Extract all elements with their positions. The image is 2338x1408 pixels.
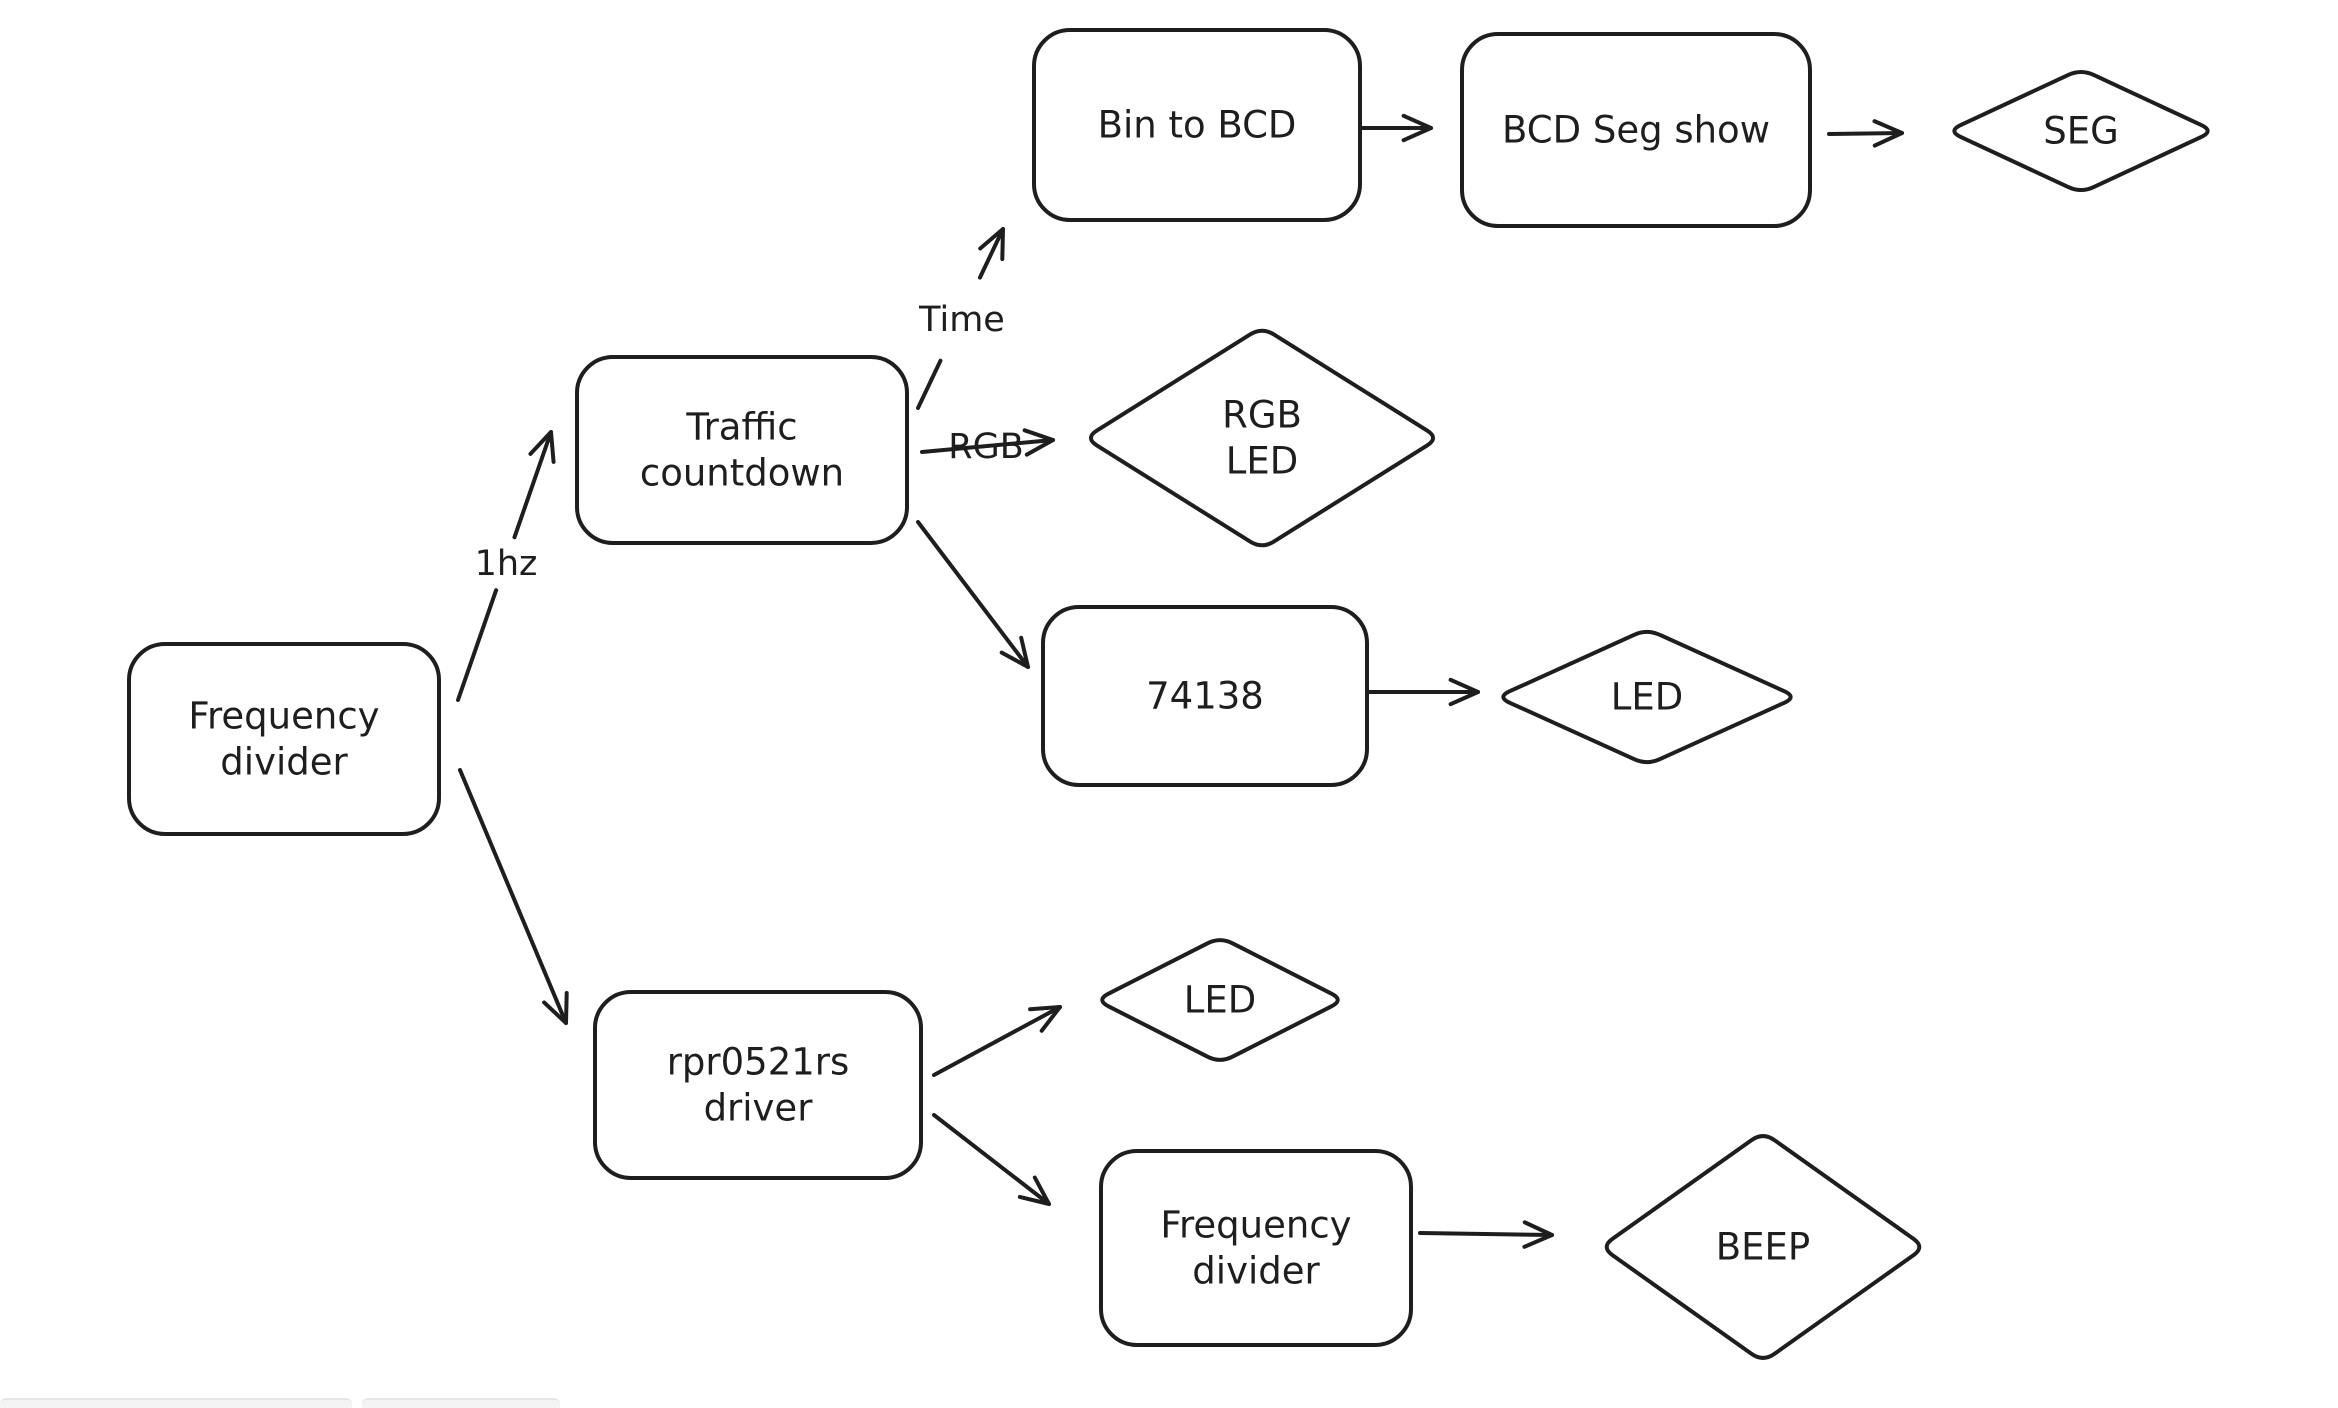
node-decoder-74138: 74138 [1041,605,1369,787]
node-bcd-seg-show: BCD Seg show [1460,32,1812,228]
node-outline [593,990,923,1180]
node-led-sensor: LED [1100,938,1340,1062]
node-outline [1100,938,1340,1062]
bottom-edge-tab [362,1398,560,1408]
node-outline [1099,1149,1413,1347]
node-label-line: countdown [640,452,844,495]
node-outline [575,355,909,545]
node-outline [1501,629,1793,765]
node-outline [1041,605,1369,787]
node-outline [1604,1134,1922,1360]
node-label-line: SEG [2043,110,2119,153]
bottom-edge-tab [0,1398,352,1408]
node-label-line: LED [1611,676,1683,719]
node-outline [1088,328,1436,548]
arrow-e-bcdseg-seg [1827,119,1904,148]
arrow-e-rpr-freq [932,1113,1051,1206]
node-label-line: Frequency [1160,1204,1351,1247]
node-outline [1032,28,1362,222]
node-label-line: driver [704,1087,814,1130]
node-outline [1952,69,2210,193]
node-label-line: rpr0521rs [667,1041,850,1084]
node-outline [1460,32,1812,228]
node-label-line: divider [1192,1250,1320,1293]
node-label-line: LED [1226,440,1298,483]
arrow-e-rpr-led [932,1005,1062,1077]
node-bin-to-bcd: Bin to BCD [1032,28,1362,222]
node-seg: SEG [1952,69,2210,193]
edge-label: Time [918,300,1005,340]
node-led-traffic: LED [1501,629,1793,765]
arrow-e-main-rpr [458,768,569,1025]
node-label-line: 74138 [1146,675,1264,718]
arrow-e-traffic-74138 [916,520,1030,669]
node-outline [127,642,441,836]
connector-layer [456,113,1904,1249]
node-label-line: BCD Seg show [1502,109,1770,152]
arrow-e-traffic-bcd [916,227,1005,410]
edge-label: 1hz [475,544,538,584]
node-label-line: LED [1184,979,1256,1022]
node-label-line: BEEP [1716,1226,1810,1269]
arrow-e-traffic-rgb [920,428,1055,457]
node-label-line: RGB [1222,394,1302,437]
edge-label: RGB [948,427,1023,467]
arrow-e-bin-bcdseg [1358,113,1433,143]
node-label-line: Bin to BCD [1098,104,1297,147]
node-label-line: Traffic [685,406,797,449]
node-label-line: Frequency [188,695,379,738]
node-label-line: divider [220,741,348,784]
arrow-e-freq-beep [1418,1220,1554,1249]
node-beep: BEEP [1604,1134,1922,1360]
arrow-e-74138-led [1366,677,1480,707]
arrow-e-main-traffic [456,430,556,702]
